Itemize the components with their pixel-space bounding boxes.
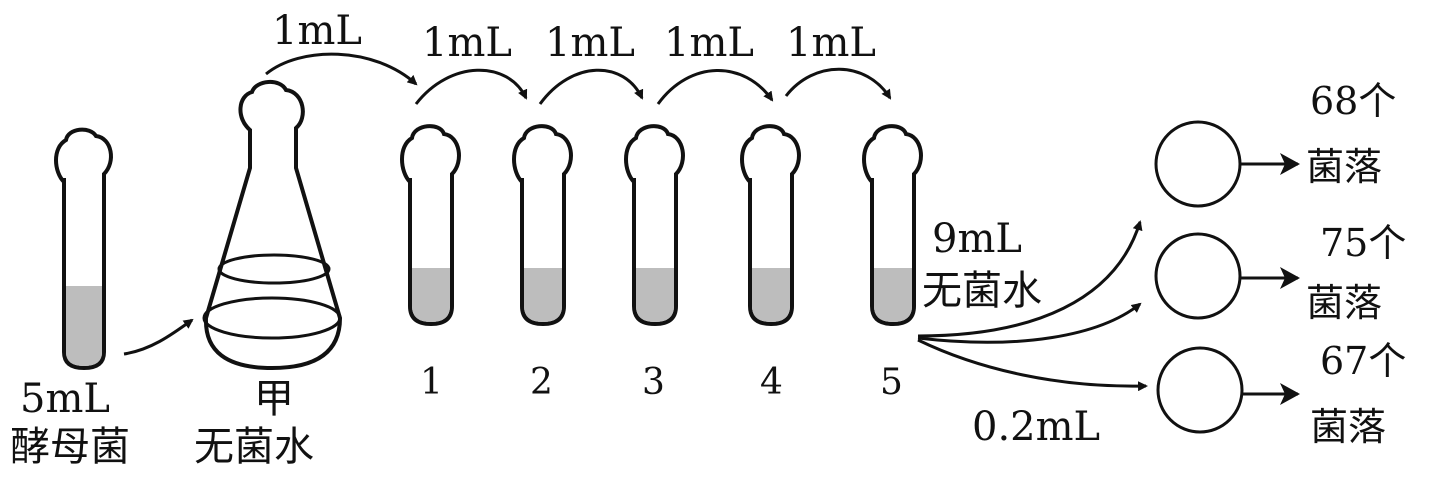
source-name-label: 酵母菌 xyxy=(10,424,130,470)
yeast-source-tube xyxy=(54,127,113,371)
tube-number-4: 4 xyxy=(760,362,783,403)
transfer-arrow-0 xyxy=(265,52,418,86)
plating-arrow-3 xyxy=(917,338,1148,392)
transfer-label-1: 1mL xyxy=(422,20,512,66)
flask-jia xyxy=(202,80,343,371)
dilution-tube-1 xyxy=(400,124,461,327)
source-volume-label: 5mL xyxy=(20,376,110,422)
petri-plate-1 xyxy=(1154,120,1242,208)
colony-unit-2: 菌落 xyxy=(1306,281,1382,325)
flask-label: 甲 xyxy=(254,376,294,422)
transfer-arrow-1 xyxy=(414,68,528,105)
tube-number-5: 5 xyxy=(880,362,903,403)
transfer-label-0: 1mL xyxy=(272,8,362,54)
transfer-label-3: 1mL xyxy=(664,20,754,66)
transfer-arrow-4 xyxy=(784,67,892,100)
transfer-label-2: 1mL xyxy=(545,20,635,66)
colony-count-2: 75个 xyxy=(1320,221,1406,265)
colony-unit-1: 菌落 xyxy=(1306,145,1382,189)
transfer-label-4: 1mL xyxy=(786,20,876,66)
tube-number-3: 3 xyxy=(642,362,665,403)
dilution-tube-5 xyxy=(862,124,923,327)
tube-content-volume: 9mL xyxy=(932,216,1022,262)
arrow-to-flask xyxy=(123,318,194,356)
plating-arrow-2 xyxy=(917,302,1142,344)
colony-unit-3: 菌落 xyxy=(1310,405,1386,449)
flask-content-label: 无菌水 xyxy=(194,424,314,470)
petri-plate-3 xyxy=(1156,346,1244,434)
colony-count-3: 67个 xyxy=(1320,339,1406,383)
dilution-tube-4 xyxy=(740,124,801,327)
plating-arrow-1 xyxy=(917,220,1143,338)
colony-count-1: 68个 xyxy=(1310,79,1396,123)
tube-number-2: 2 xyxy=(530,362,553,403)
transfer-arrow-3 xyxy=(656,69,774,105)
dilution-tube-2 xyxy=(512,124,573,327)
tube-content-name: 无菌水 xyxy=(922,268,1042,314)
petri-plate-2 xyxy=(1154,232,1242,320)
transfer-arrow-2 xyxy=(538,68,644,105)
plating-volume-label: 0.2mL xyxy=(972,404,1100,450)
tube-number-1: 1 xyxy=(420,362,443,403)
dilution-tube-3 xyxy=(624,124,685,327)
